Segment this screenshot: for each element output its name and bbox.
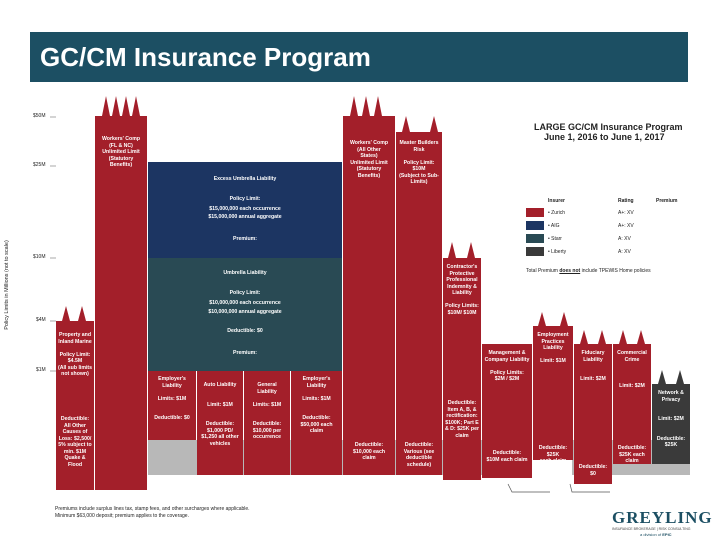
logo-tagline: INSURANCE BROKERAGE | RISK CONSULTING — [612, 527, 691, 531]
legend-note: Total Premium does not include TPEWIS Ho… — [526, 268, 651, 274]
builders-deductible-label: Deductible: Various (see deductible sche… — [403, 442, 435, 468]
logo-division-brand: EPIC — [662, 532, 672, 537]
excess-aggregate: $15,000,000 annual aggregate — [208, 214, 282, 220]
workers-comp-mid-label: Workers' Comp (All Other States) Unlimit… — [349, 140, 389, 179]
umbrella-policy-limit: Policy Limit: — [229, 290, 261, 296]
general-liability-block — [244, 371, 290, 475]
workers-comp-left-column — [95, 96, 147, 490]
legend-note-suffix: include TPEWIS Home policies — [580, 268, 651, 274]
tick-4m: $4M — [36, 317, 46, 323]
legend-header-insurer: Insurer — [548, 198, 565, 204]
fiduciary-deductible-label: Deductible: $0 — [578, 464, 608, 477]
umbrella-label: Umbrella Liability — [223, 270, 267, 276]
title-banner: GC/CM Insurance Program — [30, 32, 688, 82]
employers-liability-2-block — [291, 371, 342, 475]
legend-swatch-starr — [526, 234, 544, 243]
legend-row-liberty-rating: A: XV — [618, 249, 631, 255]
management-label: Management & Company Liability Policy Li… — [484, 350, 530, 382]
legend-title-main: LARGE GC/CM Insurance Program — [534, 122, 683, 132]
general-liability-label: General Liability Limits: $1M Deductible… — [252, 382, 282, 440]
bottom-brackets — [507, 483, 610, 493]
fiduciary-block — [574, 344, 612, 484]
builders-risk-column — [396, 132, 442, 440]
network-privacy-label: Network & Privacy Limit: $2M Deductible:… — [656, 390, 686, 448]
excess-premium: Premium: — [233, 236, 257, 242]
footnote: Premiums include surplus lines tax, stam… — [55, 506, 250, 519]
y-axis-label: Policy Limits in Millions (not to scale) — [3, 240, 10, 330]
legend-row-aig-insurer: • AIG — [548, 223, 560, 229]
legend-row-starr-insurer: • Starr — [548, 236, 562, 242]
legend-note-prefix: Total Premium — [526, 268, 560, 274]
contractors-protective-column — [443, 258, 481, 480]
contractors-deductible-label: Deductible: Item A, B, & rectification: … — [444, 400, 480, 439]
legend-swatch-zurich — [526, 208, 544, 217]
tick-10m: $10M — [33, 254, 46, 260]
property-label: Property and Inland Marine Policy Limit:… — [57, 332, 92, 377]
umbrella-aggregate: $10,000,000 annual aggregate — [208, 309, 282, 315]
legend-row-liberty-insurer: • Liberty — [548, 249, 567, 255]
commercial-crime-block — [613, 344, 651, 464]
umbrella-block — [148, 258, 342, 371]
legend-swatch-liberty — [526, 247, 544, 256]
network-privacy-block — [652, 384, 690, 464]
wc-deductible-block — [343, 440, 395, 475]
commercial-crime-label: Commercial Crime Limit: $2M — [617, 350, 647, 389]
company-logo: GREYLING — [612, 508, 713, 527]
axis-ticks — [50, 116, 56, 372]
tick-50m: $50M — [33, 113, 46, 119]
employers-liability-2-label: Employer's Liability Limits: $1M Deducti… — [300, 376, 333, 434]
auto-liability-label: Auto Liability Limit: $1M Deductible: $1… — [201, 382, 239, 447]
builders-deductible-block — [396, 440, 442, 475]
legend-row-zurich-insurer: • Zurich — [548, 210, 566, 216]
excess-umbrella-label: Excess Umbrella Liability — [213, 176, 277, 182]
employment-practices-label: Employment Practices Liability Limit: $1… — [537, 332, 569, 364]
property-deductible-block — [56, 371, 94, 490]
builders-risk-label: Master Builders Risk Policy Limit: $10M … — [399, 140, 439, 185]
workers-comp-mid-column — [343, 96, 395, 440]
employment-deductible-label: Deductible: $25K each claim — [538, 445, 568, 464]
limit-arrows — [62, 116, 684, 384]
legend-note-underlined: does not — [559, 268, 581, 274]
auto-liability-block — [197, 371, 243, 475]
tick-25m: $25M — [33, 162, 46, 168]
legend-row-zurich-rating: A+: XV — [618, 210, 634, 216]
management-block — [482, 344, 532, 478]
legend-row-aig-rating: A+: XV — [618, 223, 634, 229]
employment-practices-block — [533, 326, 573, 460]
wc-deductible-label: Deductible: $10,000 each claim — [352, 442, 386, 461]
contractors-protective-label: Contractor's Protective Professional Ind… — [445, 264, 479, 316]
contractors-deductible-2-label: Deductible: $10M each claim — [486, 450, 528, 463]
tick-1m: $1M — [36, 367, 46, 373]
employers-liability-block — [148, 371, 196, 440]
excess-occurrence: $15,000,000 each occurrence — [209, 206, 281, 212]
legend-header-rating: Rating — [618, 198, 634, 204]
property-block — [56, 321, 94, 371]
umbrella-premium: Premium: — [233, 350, 257, 356]
umbrella-occurrence: $10,000,000 each occurrence — [209, 300, 281, 306]
legend-header-premium: Premium — [656, 198, 678, 204]
crime-deductible-label: Deductible: $25K each claim — [617, 445, 647, 464]
umbrella-deductible: Deductible: $0 — [227, 328, 263, 334]
slide-title: GC/CM Insurance Program — [40, 42, 371, 72]
logo-division: a division of EPIC — [640, 532, 672, 537]
workers-comp-left-label: Workers' Comp (FL & NC) Unlimited Limit … — [101, 136, 141, 168]
legend-title: LARGE GC/CM Insurance Program June 1, 20… — [534, 122, 683, 142]
excess-policy-limit: Policy Limit: — [229, 196, 261, 202]
legend-row-starr-rating: A: XV — [618, 236, 631, 242]
legend-subtitle: June 1, 2016 to June 1, 2017 — [544, 132, 665, 142]
fiduciary-label: Fiduciary Liability Limit: $2M — [580, 350, 606, 382]
legend-swatch-aig — [526, 221, 544, 230]
excess-umbrella-block — [148, 162, 342, 258]
logo-division-text: a division of — [640, 532, 663, 537]
employers-liability-label: Employer's Liability Limits: $1M Deducti… — [154, 376, 190, 421]
property-deductible-label: Deductible: All Other Causes of Loss: $2… — [58, 416, 92, 468]
